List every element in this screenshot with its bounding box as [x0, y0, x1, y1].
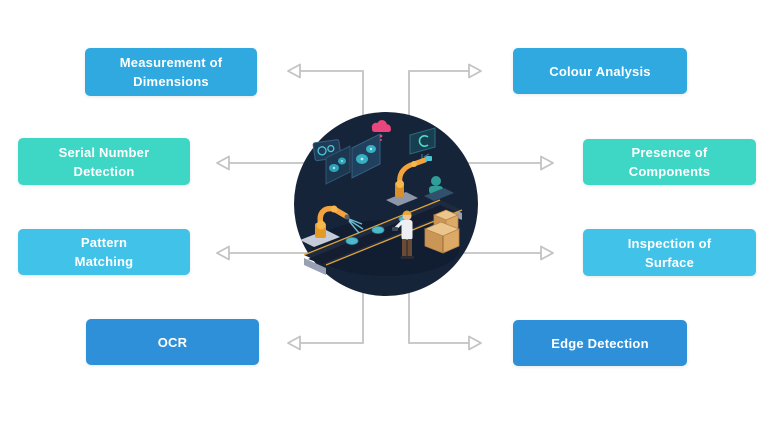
- cloud-icon: [371, 120, 391, 141]
- monitor-icon: [409, 127, 436, 161]
- label-serial-number-detection: Serial Number Detection: [18, 138, 190, 185]
- label-colour-analysis: Colour Analysis: [513, 48, 687, 94]
- label-edge-detection: Edge Detection: [513, 320, 687, 366]
- robot-arm-left-icon: [300, 205, 364, 247]
- label-ocr: OCR: [86, 319, 259, 365]
- android-bust-icon: [424, 176, 454, 201]
- floor-shadow: [312, 220, 460, 276]
- label-pattern-matching: Pattern Matching: [18, 229, 190, 275]
- boxes-icon: [423, 209, 461, 254]
- label-presence-of-components: Presence of Components: [583, 139, 756, 185]
- label-inspection-of-surface: Inspection of Surface: [583, 229, 756, 276]
- inspection-screens-icon: [312, 133, 381, 185]
- label-measurement-of-dimensions: Measurement of Dimensions: [85, 48, 257, 96]
- worker-icon: [392, 210, 414, 259]
- robot-arm-upper-icon: [386, 153, 432, 206]
- factory-illustration: [294, 112, 478, 296]
